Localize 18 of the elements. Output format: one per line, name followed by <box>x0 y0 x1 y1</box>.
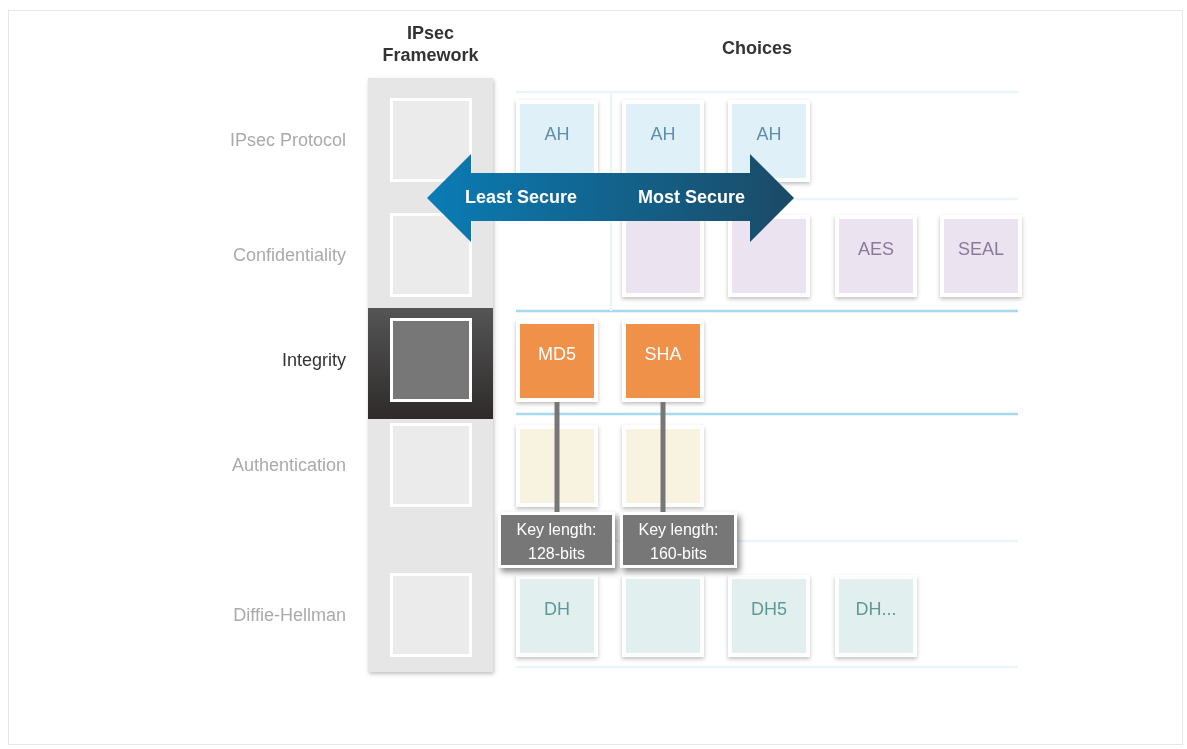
row-label: Authentication <box>230 455 346 476</box>
row-label: Integrity <box>280 350 346 371</box>
slot-box <box>390 213 472 297</box>
column-heading: IPsec Framework <box>381 22 480 66</box>
row-label: Diffie-Hellman <box>232 605 346 626</box>
leader-line <box>660 402 666 512</box>
scale-end-label: Least Secure <box>465 187 578 208</box>
slot-box <box>390 98 472 182</box>
scale-end-label: Most Secure <box>638 187 746 208</box>
column-heading: Choices <box>721 38 793 59</box>
leader-line <box>554 402 560 512</box>
key-length-tooltip: Key length: 128-bits <box>498 512 615 568</box>
slot-box <box>390 573 472 657</box>
key-length-tooltip: Key length: 160-bits <box>620 512 737 568</box>
row-label: IPsec Protocol <box>228 130 346 151</box>
slot-box <box>390 423 472 507</box>
row-label: Confidentiality <box>231 245 346 266</box>
selected-slot-box <box>390 318 472 402</box>
